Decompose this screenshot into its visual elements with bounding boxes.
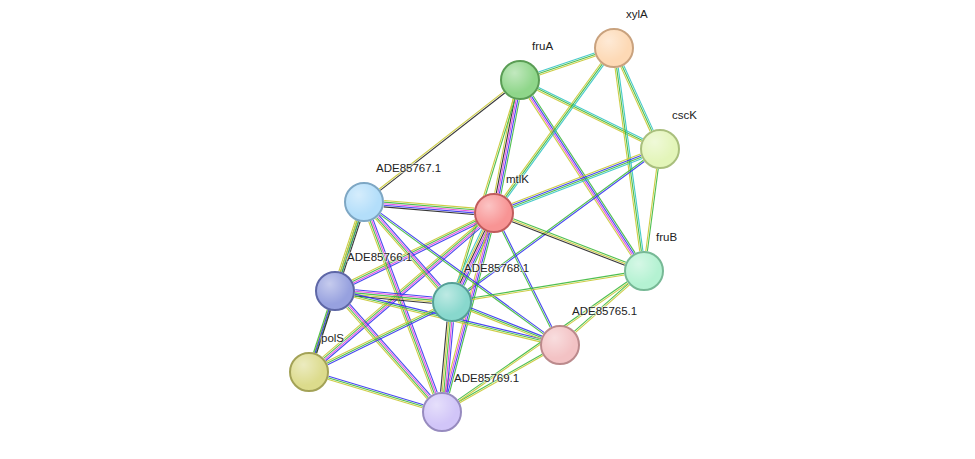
evidence-line: [513, 219, 626, 263]
evidence-line: [532, 96, 634, 253]
node-label: mtlK: [506, 173, 529, 185]
evidence-line: [339, 220, 356, 271]
node-label: ADE85767.1: [376, 162, 441, 174]
evidence-line: [315, 310, 329, 353]
evidence-line: [502, 231, 550, 327]
interaction-edge: [457, 99, 515, 283]
evidence-line: [444, 322, 450, 392]
evidence-line: [441, 322, 447, 392]
interaction-edge: [472, 273, 625, 299]
node-label: cscK: [672, 109, 697, 121]
evidence-line: [472, 275, 625, 300]
evidence-line: [624, 66, 653, 131]
node-highlight: [596, 30, 632, 66]
node-highlight: [502, 62, 538, 98]
interaction-edge: [512, 154, 642, 208]
protein-node: mtlK: [474, 193, 514, 233]
node-label: xylA: [626, 8, 648, 20]
evidence-line: [512, 155, 641, 205]
protein-node: fruB: [624, 251, 664, 291]
interaction-edge: [502, 231, 552, 328]
evidence-line: [380, 214, 544, 333]
evidence-line: [384, 202, 474, 210]
evidence-line: [533, 95, 635, 252]
protein-node: fruA: [500, 60, 540, 100]
interaction-edge: [379, 92, 504, 191]
evidence-line: [316, 221, 359, 353]
evidence-line: [471, 308, 542, 336]
evidence-line: [472, 273, 625, 298]
evidence-line: [317, 311, 331, 354]
evidence-line: [328, 378, 423, 406]
protein-node: ADE85767.1: [344, 182, 384, 222]
evidence-line: [617, 68, 642, 251]
interaction-edge: [314, 310, 331, 354]
interaction-edge: [328, 376, 424, 408]
node-highlight: [476, 195, 512, 231]
evidence-line: [314, 310, 328, 353]
evidence-line: [380, 93, 504, 190]
evidence-line: [538, 53, 594, 72]
interaction-edge: [441, 322, 454, 393]
evidence-line: [381, 213, 545, 332]
evidence-line: [328, 379, 423, 407]
node-highlight: [346, 184, 382, 220]
evidence-line: [539, 54, 595, 73]
interaction-edge: [512, 219, 626, 266]
node-highlight: [424, 394, 460, 430]
node-label: ADE85768.1: [464, 262, 529, 274]
evidence-line: [514, 158, 643, 208]
evidence-line: [343, 222, 360, 273]
node-label: ADE85765.1: [572, 305, 637, 317]
evidence-line: [329, 376, 424, 404]
evidence-line: [513, 220, 626, 264]
evidence-line: [314, 221, 357, 353]
node-highlight: [542, 327, 578, 363]
interaction-edge: [538, 53, 595, 75]
protein-node: cscK: [640, 129, 680, 169]
evidence-line: [379, 92, 503, 189]
node-label: fruB: [656, 231, 677, 243]
protein-node: polS: [289, 352, 329, 392]
evidence-line: [615, 68, 640, 251]
evidence-line: [471, 309, 542, 337]
evidence-line: [622, 66, 651, 131]
node-highlight: [642, 131, 678, 167]
evidence-line: [504, 231, 552, 327]
node-highlight: [626, 253, 662, 289]
evidence-line: [470, 311, 541, 339]
interaction-edge: [384, 201, 475, 215]
protein-node: ADE85768.1: [432, 282, 472, 322]
evidence-line: [512, 222, 625, 266]
node-label: ADE85769.1: [454, 372, 519, 384]
evidence-line: [459, 99, 515, 283]
node-label: polS: [321, 332, 344, 344]
protein-node: ADE85766.1: [315, 271, 355, 311]
node-label: ADE85766.1: [347, 251, 412, 263]
evidence-line: [384, 201, 474, 209]
evidence-line: [539, 56, 595, 75]
evidence-line: [646, 169, 657, 251]
interaction-edge: [380, 213, 545, 334]
evidence-line: [513, 157, 642, 207]
protein-node: xylA: [594, 28, 634, 68]
node-highlight: [434, 284, 470, 320]
evidence-line: [442, 322, 448, 392]
node-highlight: [317, 273, 353, 309]
node-highlight: [291, 354, 327, 390]
interaction-edge: [314, 221, 358, 353]
node-label: fruA: [532, 40, 553, 52]
interaction-edge: [470, 308, 542, 339]
protein-node: ADE85769.1: [422, 392, 462, 432]
protein-node: ADE85765.1: [540, 325, 580, 365]
